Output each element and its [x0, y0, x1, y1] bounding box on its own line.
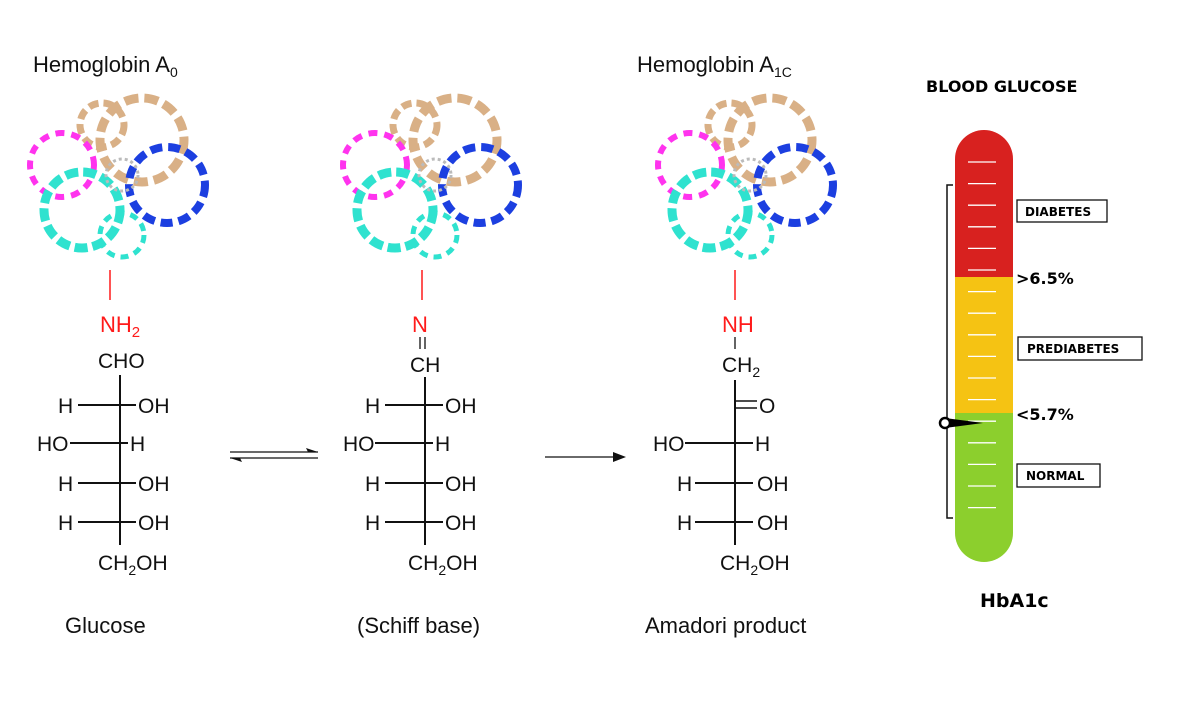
svg-text:H: H: [755, 433, 770, 456]
zone-prediabetes: [955, 277, 1013, 413]
hemoglobin-a0-title: Hemoglobin A0: [33, 52, 178, 80]
svg-text:CH2OH: CH2OH: [720, 552, 790, 578]
svg-text:OH: OH: [138, 512, 170, 535]
svg-text:O: O: [759, 395, 775, 418]
caption-amadori: Amadori product: [645, 613, 806, 638]
gauge-footer: HbA1c: [980, 590, 1049, 612]
svg-text:H: H: [130, 433, 145, 456]
svg-text:OH: OH: [138, 395, 170, 418]
svg-text:OH: OH: [757, 512, 789, 535]
svg-text:H: H: [58, 473, 73, 496]
svg-text:H: H: [677, 473, 692, 496]
hba1c-gauge: BLOOD GLUCOSE DIABETES >6.5% PREDIABETES…: [926, 77, 1143, 612]
label-prediabetes: PREDIABETES: [1027, 342, 1119, 356]
threshold-diabetes: >6.5%: [1016, 269, 1074, 288]
forward-arrow-icon: [545, 452, 626, 462]
svg-text:H: H: [677, 512, 692, 535]
svg-text:HO: HO: [343, 433, 375, 456]
caption-glucose: Glucose: [65, 613, 146, 638]
hemoglobin-structure-image: [658, 98, 833, 257]
equilibrium-arrow-icon: [230, 448, 318, 462]
threshold-prediabetes: <5.7%: [1016, 405, 1074, 424]
svg-text:HO: HO: [37, 433, 69, 456]
zone-normal: [955, 413, 1013, 562]
gauge-pointer-icon: [938, 416, 983, 430]
gauge-bracket: [946, 184, 953, 519]
amine-label: NH2: [100, 312, 140, 341]
svg-text:H: H: [365, 395, 380, 418]
svg-text:HO: HO: [653, 433, 685, 456]
svg-text:OH: OH: [445, 512, 477, 535]
svg-text:CH: CH: [410, 354, 440, 377]
imine-label: N: [412, 312, 428, 337]
svg-text:OH: OH: [757, 473, 789, 496]
svg-text:CH2: CH2: [722, 354, 760, 380]
svg-text:OH: OH: [445, 395, 477, 418]
svg-text:OH: OH: [138, 473, 170, 496]
hemoglobin-structure-image: [30, 98, 205, 257]
svg-text:H: H: [365, 473, 380, 496]
hemoglobin-structure-image: [343, 98, 518, 257]
gauge-ticks: [968, 161, 996, 509]
svg-text:CH2OH: CH2OH: [408, 552, 478, 578]
hemoglobin-a1c-title: Hemoglobin A1C: [637, 52, 792, 80]
label-diabetes: DIABETES: [1025, 205, 1091, 219]
caption-schiff-base: (Schiff base): [357, 613, 480, 638]
amine-label: NH: [722, 312, 754, 337]
zone-diabetes: [955, 130, 1013, 277]
svg-text:H: H: [58, 395, 73, 418]
svg-text:CHO: CHO: [98, 350, 145, 373]
svg-text:H: H: [435, 433, 450, 456]
svg-text:OH: OH: [445, 473, 477, 496]
svg-text:H: H: [58, 512, 73, 535]
gauge-title: BLOOD GLUCOSE: [926, 77, 1077, 96]
svg-text:H: H: [365, 512, 380, 535]
label-normal: NORMAL: [1026, 469, 1085, 483]
svg-text:CH2OH: CH2OH: [98, 552, 168, 578]
